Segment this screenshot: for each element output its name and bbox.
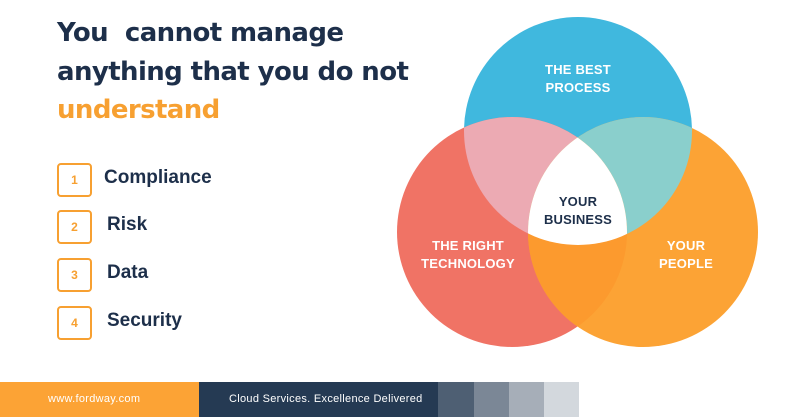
number-badge: 2: [57, 210, 92, 244]
footer-website-segment: [0, 382, 199, 417]
list-item-data: 3 Data: [57, 258, 257, 292]
list-item-label: Security: [107, 310, 182, 331]
headline-line-2: anything that you do not: [57, 56, 409, 87]
footer-website-link[interactable]: www.fordway.com: [48, 393, 141, 405]
list-item-label: Compliance: [104, 167, 212, 188]
label-your-people: YOUR PEOPLE: [659, 237, 713, 273]
list-item-security: 4 Security: [57, 306, 257, 340]
headline: You cannot manage anything that you do n…: [57, 14, 409, 130]
overlap-center: [528, 117, 627, 245]
label-best-process: THE BEST PROCESS: [545, 61, 611, 97]
footer-bar: www.fordway.com Cloud Services. Excellen…: [0, 382, 800, 417]
label-your-business: YOUR BUSINESS: [544, 193, 612, 229]
label-line: BUSINESS: [543, 212, 613, 227]
number-badge: 3: [57, 258, 92, 292]
footer-tagline: Cloud Services. Excellence Delivered: [229, 393, 423, 405]
list-item-risk: 2 Risk: [57, 210, 257, 244]
list-item-label: Data: [107, 262, 149, 283]
list-item-compliance: 1 Compliance: [57, 163, 257, 197]
label-line: YOUR: [558, 194, 598, 209]
label-line: YOUR: [666, 238, 706, 253]
label-line: THE BEST: [545, 62, 611, 77]
number-badge: 1: [57, 163, 92, 197]
headline-line-3-accent: understand: [57, 95, 220, 125]
venn-graphic: [397, 17, 758, 347]
label-line: PEOPLE: [659, 256, 713, 271]
footer-shade-1: [438, 382, 474, 417]
footer-shade-2: [474, 382, 509, 417]
label-right-technology: THE RIGHT TECHNOLOGY: [421, 237, 515, 273]
label-line: TECHNOLOGY: [421, 256, 515, 271]
label-line: THE RIGHT: [432, 238, 504, 253]
footer-shade-4: [544, 382, 579, 417]
list-item-label: Risk: [107, 214, 148, 235]
footer-shade-3: [509, 382, 544, 417]
venn-diagram: THE BEST PROCESS THE RIGHT TECHNOLOGY YO…: [397, 17, 758, 347]
label-line: PROCESS: [545, 80, 611, 95]
number-badge: 4: [57, 306, 92, 340]
headline-line-1: You cannot manage: [57, 18, 344, 48]
footer-tagline-segment: [199, 382, 438, 417]
